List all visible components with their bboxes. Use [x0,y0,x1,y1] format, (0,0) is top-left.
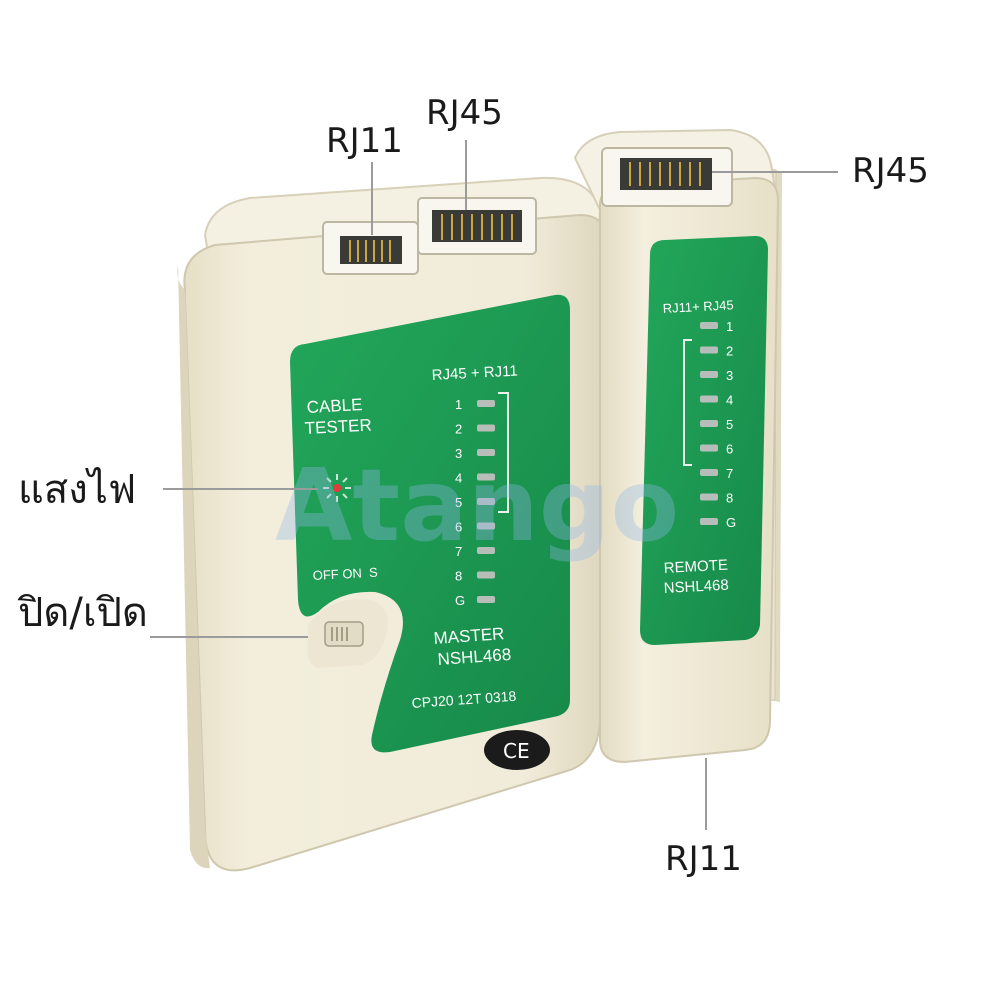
remote-led-G [700,518,718,525]
remote-led-label-8: 8 [726,491,733,506]
ce-mark: CE [503,739,530,763]
ce-badge [484,730,550,770]
remote-led-label-1: 1 [726,319,733,334]
callout-master-rj11: RJ11 [326,121,403,161]
master-led-label-3: 3 [455,446,462,461]
master-led-4 [477,473,495,481]
remote-led-bracket [683,339,692,466]
master-led-label-6: 6 [455,520,462,535]
remote-model-line1: REMOTE [663,557,728,577]
master-port-header: RJ45 + RJ11 [431,363,518,384]
watermark-logo: Atango [275,447,679,564]
master-led-bracket [498,392,509,513]
switch-label: OFF ON S [312,565,378,583]
remote-led-7 [700,469,718,476]
remote-led-5 [700,420,718,427]
remote-led-label-4: 4 [726,393,733,408]
remote-led-1 [700,322,718,329]
callout-leaders [150,140,838,830]
master-led-1 [477,400,495,407]
master-led-label-7: 7 [455,544,462,559]
master-led-3 [477,449,495,456]
remote-led-6 [700,444,718,452]
master-led-2 [477,424,495,432]
remote-led-8 [700,493,718,501]
remote-led-column: 1 2 3 4 5 6 7 8G [700,319,736,530]
remote-led-label-3: 3 [726,368,733,383]
master-led-label-4: 4 [455,471,462,486]
remote-port-header: RJ11+ RJ45 [662,297,734,316]
master-led-6 [477,522,495,530]
master-led-8 [477,571,495,579]
master-serial: CPJ20 12T 0318 [411,688,517,711]
callout-remote-rj45: RJ45 [852,151,929,191]
callout-master-rj45: RJ45 [426,93,503,133]
remote-led-4 [700,395,718,403]
remote-led-2 [700,346,718,354]
remote-led-label-G: G [726,515,736,530]
callout-power: ปิด/เปิด [18,590,148,636]
master-unit: 1 2 3 4 5 6 7 8G CABLE TESTER RJ45 + RJ11 OFF O… [177,176,610,872]
master-rj45-port[interactable] [417,197,537,255]
remote-unit: 1 2 3 4 5 6 7 8G RJ11+ RJ45 REMOTE NSHL468 [573,128,782,764]
master-led-5 [477,498,495,505]
master-led-label-5: 5 [455,495,462,510]
master-rj11-port[interactable] [322,221,419,275]
remote-led-label-6: 6 [726,442,733,457]
callout-light: แสงไฟ [18,467,137,513]
master-led-column: 1 2 3 4 5 6 7 8G [455,397,495,608]
remote-led-label-7: 7 [726,466,733,481]
master-green-panel [290,294,570,753]
master-led-label-1: 1 [455,397,462,412]
remote-led-label-5: 5 [726,417,733,432]
master-cable-label: CABLE [306,395,363,417]
master-led-G [477,596,495,603]
master-tester-label: TESTER [304,416,372,438]
remote-led-label-2: 2 [726,344,733,359]
power-light-icon [323,474,351,502]
remote-rj45-port[interactable] [601,147,733,207]
master-led-label-8: 8 [455,569,462,584]
power-switch[interactable] [307,599,388,668]
remote-green-panel [640,236,768,645]
master-led-7 [477,547,495,554]
remote-led-3 [700,371,718,378]
master-model-line1: MASTER [433,624,505,648]
remote-model-line2: NSHL468 [663,577,729,597]
master-led-label-G: G [455,593,465,608]
master-led-label-2: 2 [455,422,462,437]
callout-remote-rj11: RJ11 [665,839,742,879]
